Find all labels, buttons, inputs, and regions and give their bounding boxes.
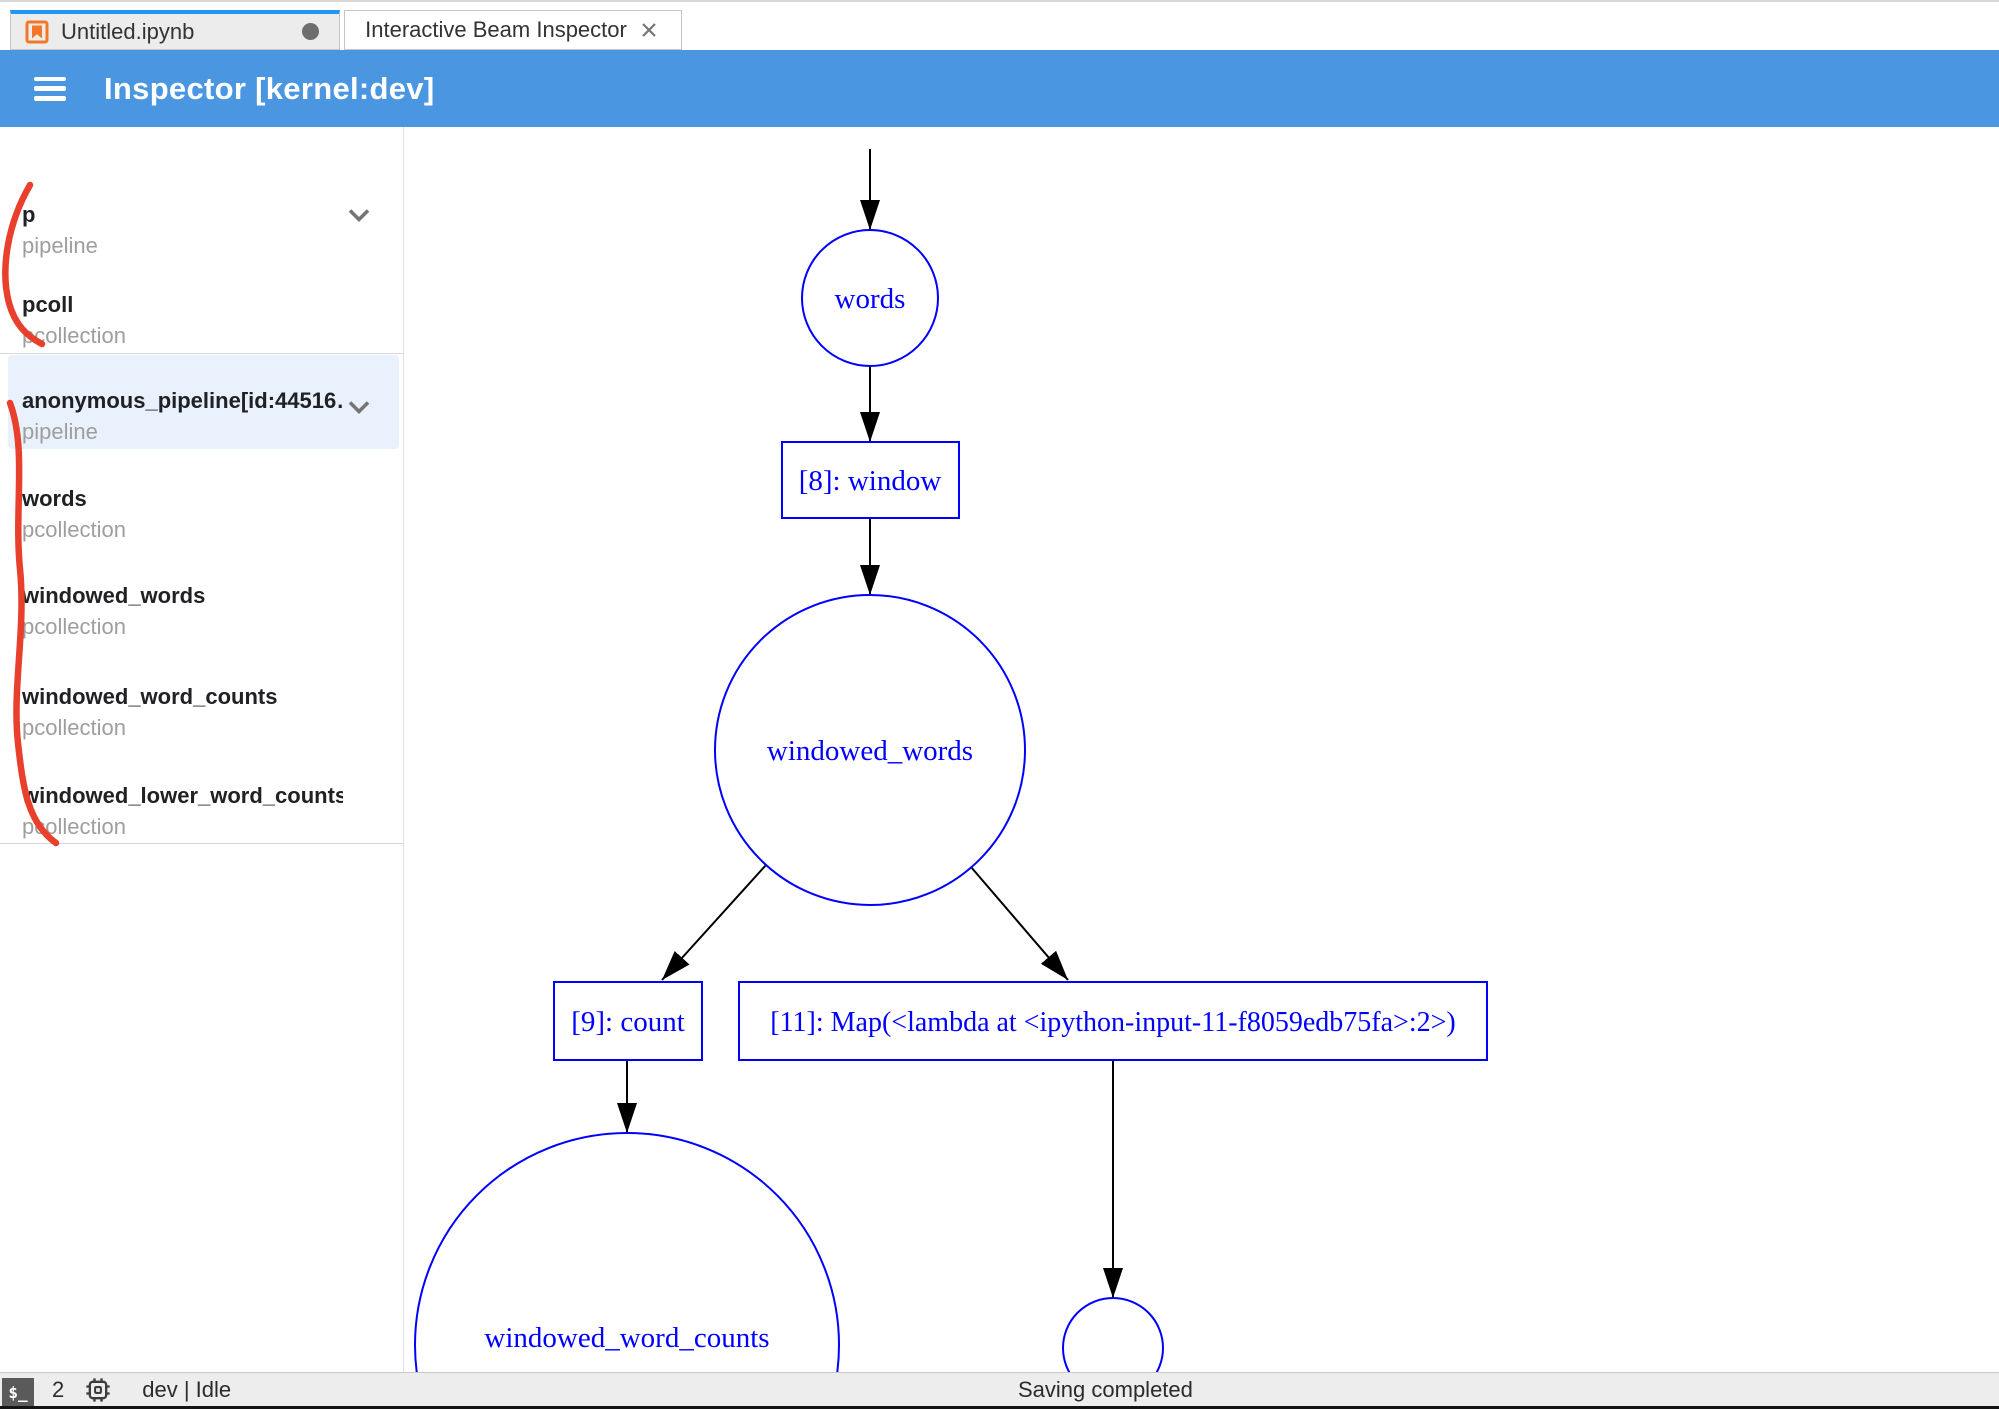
tab-label: Interactive Beam Inspector xyxy=(365,17,627,42)
node-count-label: [9]: count xyxy=(571,1006,685,1038)
chevron-down-icon[interactable] xyxy=(341,197,377,233)
kernel-count[interactable]: 2 xyxy=(52,1376,65,1402)
dag-edges xyxy=(617,149,1123,1298)
sidebar-item-windowed-word-counts[interactable]: windowed_word_counts pcollection xyxy=(22,684,278,740)
node-map-rect xyxy=(738,981,1488,1061)
tab-interactive-beam-inspector[interactable]: Interactive Beam Inspector xyxy=(344,10,682,50)
window-bottom-edge xyxy=(0,1406,1999,1409)
kernel-status[interactable]: dev | Idle xyxy=(142,1376,232,1402)
close-icon[interactable] xyxy=(637,18,661,42)
node-words-label: words xyxy=(835,283,906,315)
pipeline-dag: words [8]: window windowed_words [9]: co… xyxy=(414,149,1488,1372)
save-status-message: Saving completed xyxy=(1018,1377,1193,1402)
divider xyxy=(0,353,403,354)
inspector-header: Inspector [kernel:dev] xyxy=(0,50,1999,127)
divider xyxy=(0,843,403,844)
sidebar-item-windowed-words[interactable]: windowed_words pcollection xyxy=(22,583,206,639)
kernel-chip-icon[interactable] xyxy=(84,1376,112,1404)
node-window-rect xyxy=(781,441,960,519)
pipeline-graph-canvas: words [8]: window windowed_words [9]: co… xyxy=(405,127,1999,1372)
window-top-strip xyxy=(0,0,1999,12)
sidebar-item-words[interactable]: words pcollection xyxy=(22,486,126,542)
chevron-down-icon[interactable] xyxy=(341,389,377,425)
unsaved-changes-indicator[interactable] xyxy=(302,23,319,40)
sidebar-item-p[interactable]: p pipeline xyxy=(22,202,98,258)
notebook-icon xyxy=(25,20,49,43)
node-map-label: [11]: Map(<lambda at <ipython-input-11-f… xyxy=(770,1007,1455,1038)
edge-windowedwords-count xyxy=(661,864,767,981)
inspectables-sidebar: p pipeline pcoll pcollection anonymous_p… xyxy=(0,127,404,1372)
node-window-label: [8]: window xyxy=(799,465,942,497)
node-count-rect xyxy=(553,981,703,1061)
node-windowed-words-label: windowed_words xyxy=(767,735,973,767)
sidebar-item-pcoll[interactable]: pcoll pcollection xyxy=(22,292,126,348)
inspector-title: Inspector [kernel:dev] xyxy=(104,70,435,106)
tab-label: Untitled.ipynb xyxy=(61,18,195,44)
tab-bar: Untitled.ipynb Interactive Beam Inspecto… xyxy=(0,10,1999,50)
status-bar: $_ 2 dev | Idle Saving completed xyxy=(0,1372,1999,1406)
terminal-icon[interactable]: $_ xyxy=(2,1378,34,1406)
sidebar-item-anonymous-pipeline[interactable]: anonymous_pipeline[id:44516… pipeline xyxy=(22,388,343,444)
node-words-circle xyxy=(801,229,939,367)
node-unnamed-pcoll-circle xyxy=(1062,1297,1164,1372)
dag-nodes: words [8]: window windowed_words [9]: co… xyxy=(414,229,1488,1372)
edge-windowedwords-map xyxy=(970,866,1069,981)
selected-row-highlight xyxy=(8,355,399,449)
node-windowed-words-circle xyxy=(714,594,1026,906)
node-windowed-word-counts-label: windowed_word_counts xyxy=(484,1322,769,1354)
sidebar-item-windowed-lower-word-counts[interactable]: windowed_lower_word_counts pcollection xyxy=(22,783,343,839)
tab-untitled-notebook[interactable]: Untitled.ipynb xyxy=(10,10,340,50)
node-windowed-word-counts-circle xyxy=(414,1132,840,1372)
hamburger-menu-icon[interactable] xyxy=(34,76,66,101)
